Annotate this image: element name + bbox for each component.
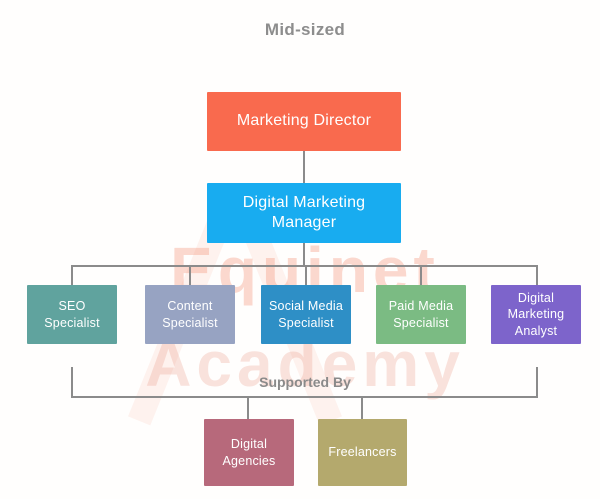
connector-drop-paid	[420, 265, 422, 286]
connector-bracket-right	[536, 367, 538, 397]
connector-drop-seo	[71, 265, 73, 286]
node-paid-media-specialist: Paid Media Specialist	[376, 285, 466, 344]
connector-specialists-bus	[71, 265, 538, 267]
connector-bracket-left	[71, 367, 73, 397]
node-marketing-director: Marketing Director	[207, 92, 401, 151]
node-digital-marketing-analyst: Digital Marketing Analyst	[491, 285, 581, 344]
connector-drop-social	[305, 265, 307, 286]
connector-root-to-manager	[303, 151, 305, 183]
node-seo-specialist: SEO Specialist	[27, 285, 117, 344]
connector-drop-agencies	[247, 396, 249, 420]
node-freelancers: Freelancers	[318, 419, 407, 486]
node-content-specialist: Content Specialist	[145, 285, 235, 344]
node-digital-agencies: Digital Agencies	[204, 419, 294, 486]
node-social-media-specialist: Social Media Specialist	[261, 285, 351, 344]
page-title: Mid-sized	[264, 20, 346, 39]
connector-drop-freelancers	[361, 396, 363, 420]
supported-by-label: Supported By	[259, 374, 351, 390]
connector-supporters-bus	[71, 396, 538, 398]
connector-drop-content	[189, 265, 191, 286]
node-digital-marketing-manager: Digital Marketing Manager	[207, 183, 401, 243]
connector-manager-to-bus	[303, 243, 305, 266]
connector-drop-analyst	[536, 265, 538, 286]
